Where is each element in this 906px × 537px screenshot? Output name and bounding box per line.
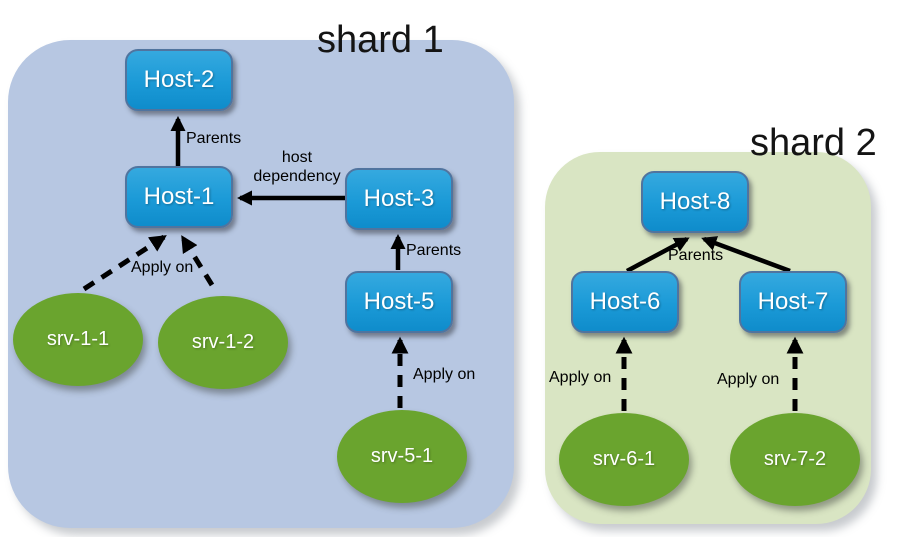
shard-2-title: shard 2 [750, 122, 877, 164]
node-srv-7-2: srv-7-2 [730, 413, 860, 506]
edge-label-apply-on-srv1: Apply on [131, 259, 194, 276]
shard-1-title: shard 1 [317, 19, 444, 61]
node-host-1: Host-1 [125, 166, 233, 228]
node-host-2: Host-2 [125, 49, 233, 111]
edge-srv-1-2-to-host1 [180, 235, 215, 287]
node-host-7: Host-7 [739, 271, 847, 333]
node-srv-1-2: srv-1-2 [158, 296, 288, 389]
edge-label-apply-on-srv7: Apply on [717, 371, 780, 388]
node-srv-1-1: srv-1-1 [13, 293, 143, 386]
edge-srv-1-1-to-host1 [82, 234, 167, 292]
node-srv-6-1: srv-6-1 [559, 413, 689, 506]
edge-label-parents-host6-host8: Parents [668, 247, 724, 264]
edge-host6-to-host8 [625, 237, 690, 273]
edge-label-apply-on-srv5: Apply on [413, 366, 476, 383]
edge-host7-to-host8 [701, 236, 791, 274]
node-host-3: Host-3 [345, 168, 453, 230]
node-host-8: Host-8 [641, 171, 749, 233]
edge-label-host-dependency: host dependency [253, 149, 341, 185]
node-srv-5-1: srv-5-1 [337, 410, 467, 503]
edge-label-parents-host1-host2: Parents [186, 130, 242, 147]
node-host-6: Host-6 [571, 271, 679, 333]
edge-label-apply-on-srv6: Apply on [549, 369, 612, 386]
node-host-5: Host-5 [345, 271, 453, 333]
edge-label-parents-host5-host3: Parents [406, 242, 462, 259]
